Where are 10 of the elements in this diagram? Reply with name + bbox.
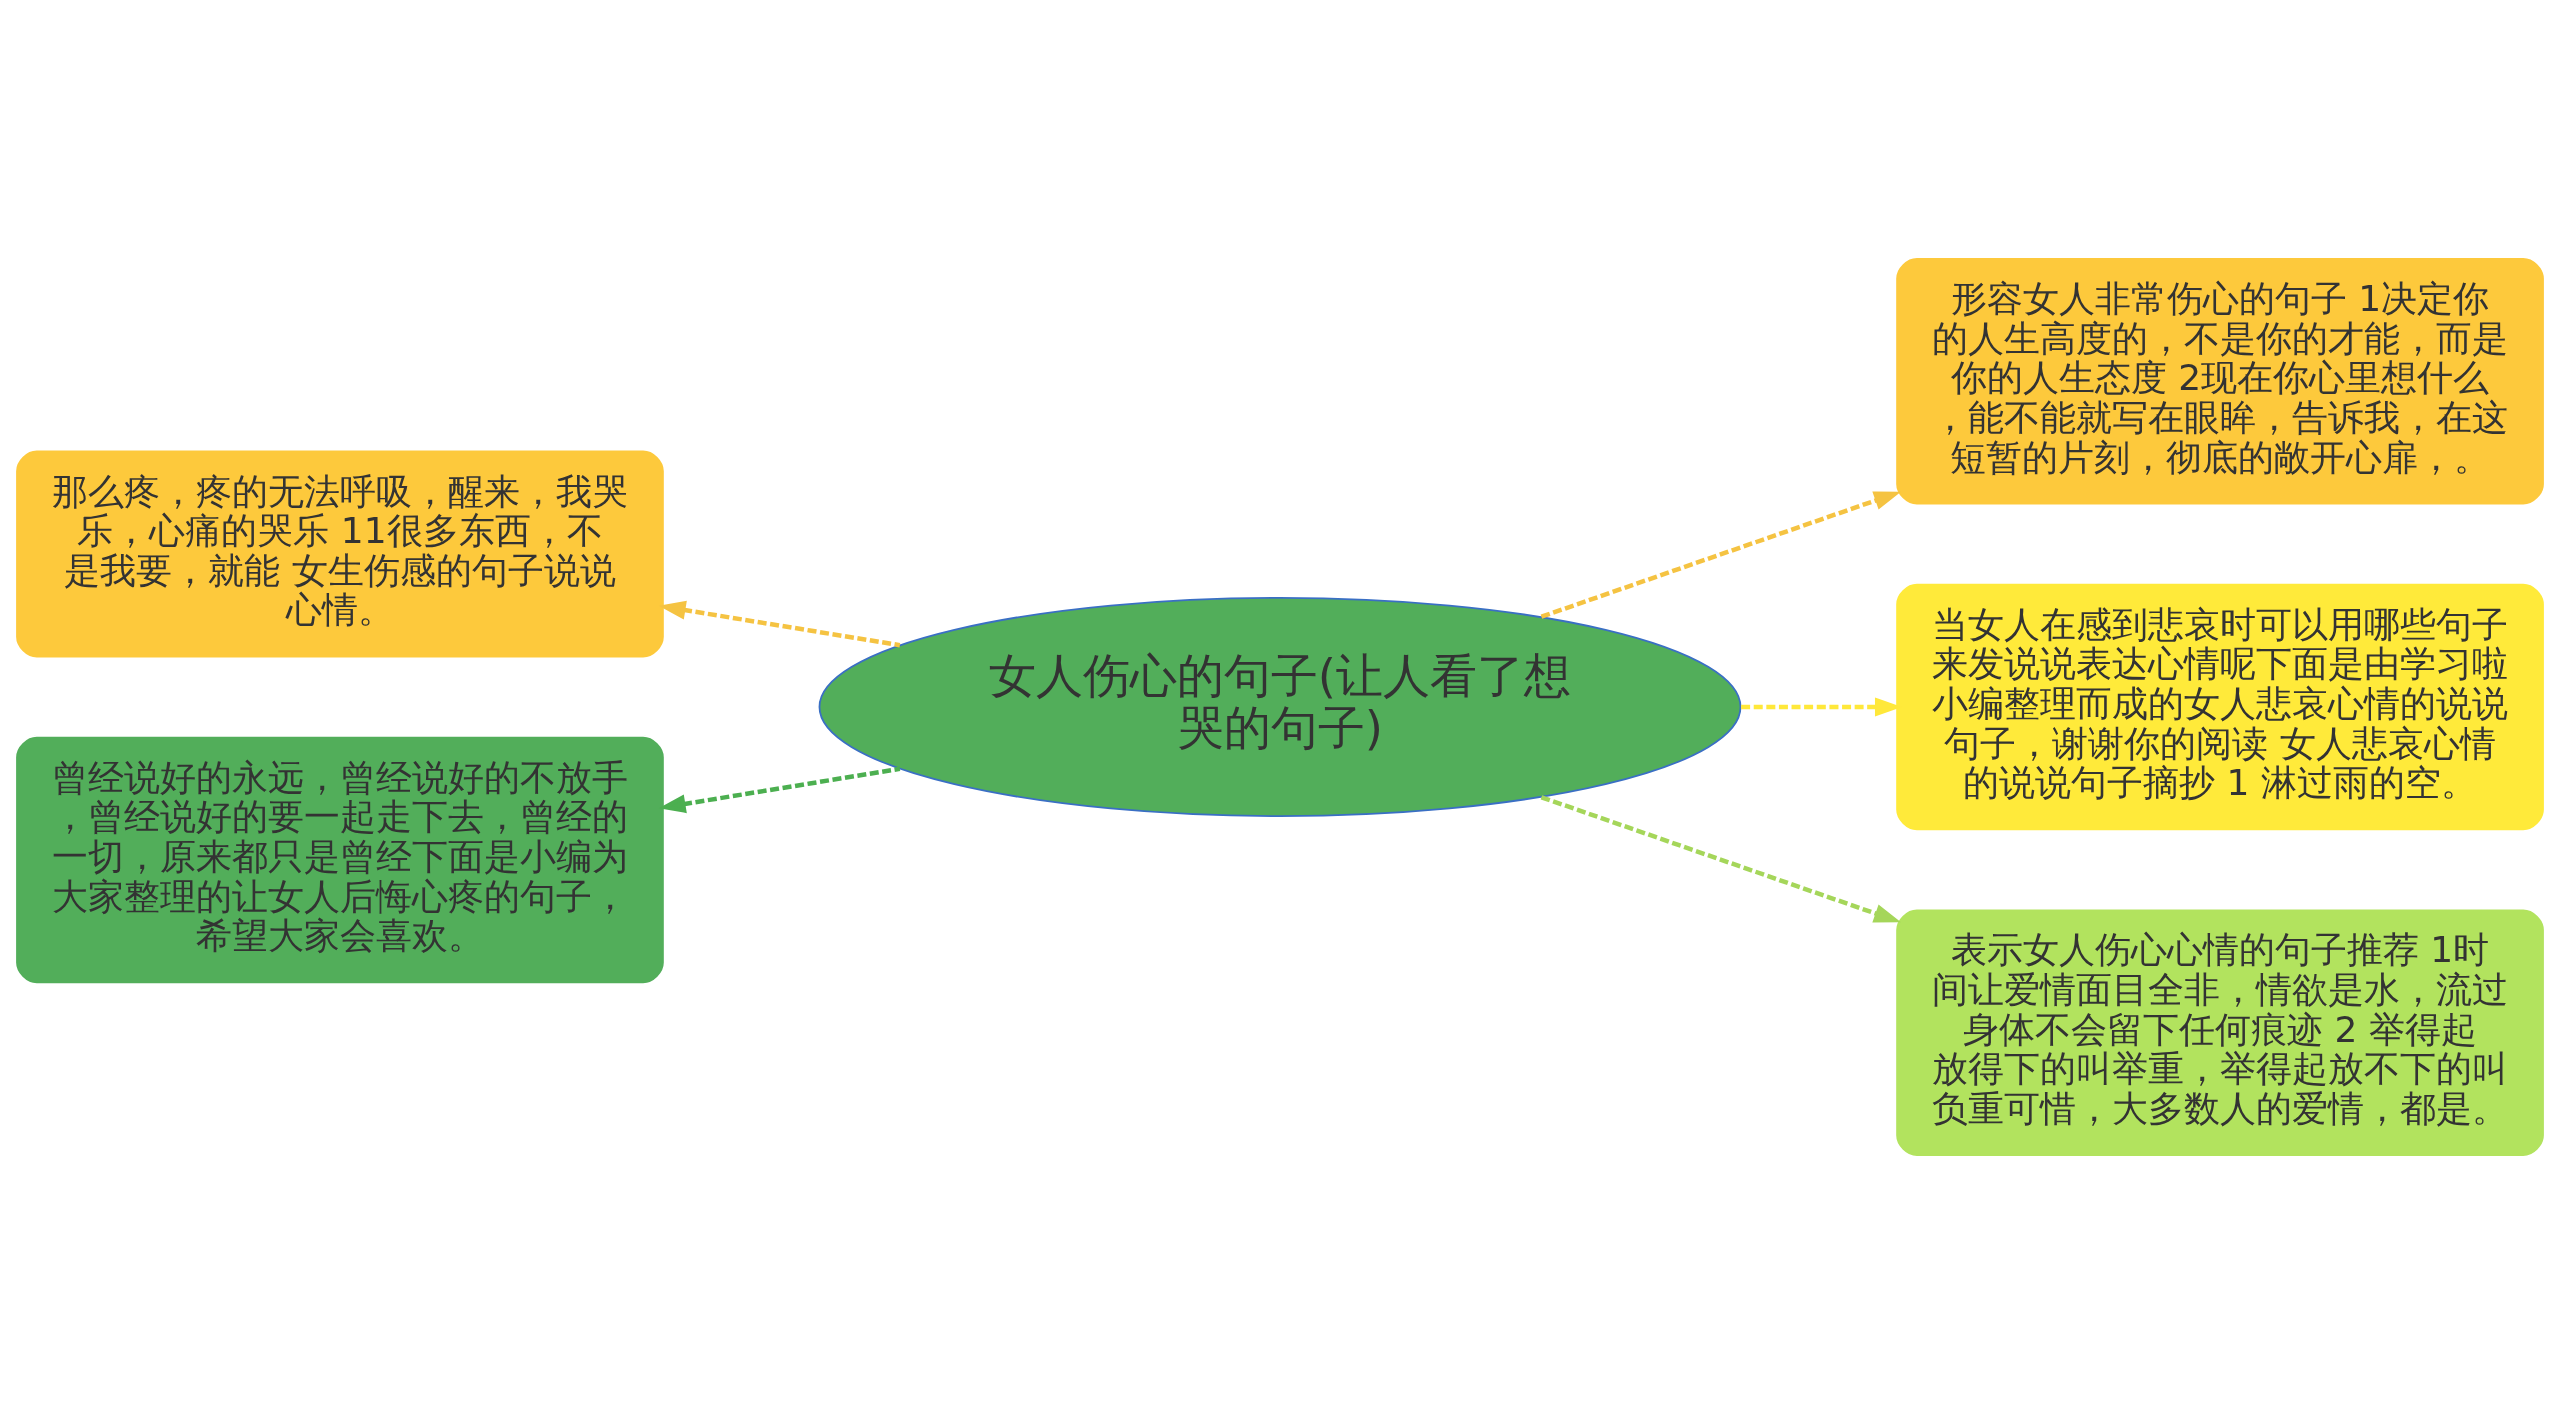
node-box: 那么疼，疼的无法呼吸，醒来，我哭乐，心痛的哭乐 11很多东西，不是我要，就能 女生伤感的句子说说心情。 — [14, 448, 666, 660]
node-box: 当女人在感到悲哀时可以用哪些句子来发说说表达心情呢下面是由学习啦小编整理而成的女人悲哀心情的说说句子，谢谢你的阅读 女人悲哀心情的说说句子摘抄 1 淋过雨的空。 — [1894, 581, 2546, 833]
arrow — [1540, 795, 1901, 923]
arrow — [658, 766, 901, 814]
node-box: 形容女人非常伤心的句子 1决定你的人生高度的，不是你的才能，而是你的人生态度 2现在你心里想什么，能不能就写在眼眸，告诉我，在这短暂的片刻，彻底的敞开心扉，。 — [1894, 256, 2546, 507]
node-box: 曾经说好的永远，曾经说好的不放手，曾经说好的要一起走下去，曾经的一切，原来都只是曾经下面是小编为大家整理的让女人后悔心疼的句子，希望大家会喜欢。 — [14, 734, 666, 985]
arrow — [658, 600, 901, 648]
node-ellipse: 女人伤心的句子(让人看了想哭的句子) — [818, 597, 1742, 817]
node-box: 表示女人伤心心情的句子推荐 1时间让爱情面目全非，情欲是水，流过身体不会留下任何痕迹 2 举得起放得下的叫举重，举得起放不下的叫负重可惜，大多数人的爱情，都是。 — [1894, 907, 2546, 1158]
arrow — [1540, 491, 1901, 619]
